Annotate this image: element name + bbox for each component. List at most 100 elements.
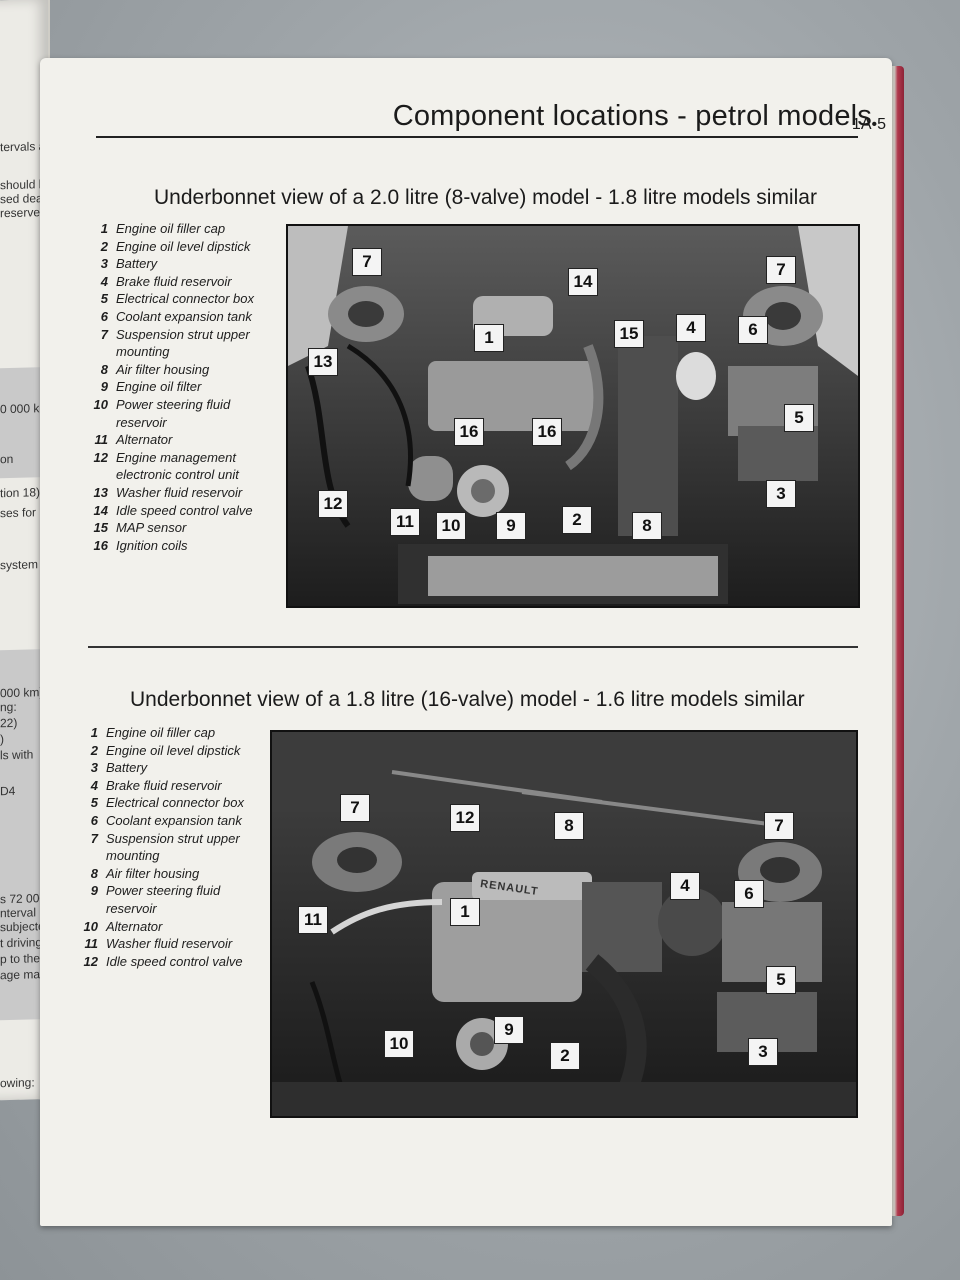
header-rule xyxy=(96,136,858,138)
callout-12: 12 xyxy=(318,490,348,518)
callout-11: 11 xyxy=(390,508,420,536)
section-divider xyxy=(88,646,858,648)
legend-item: 12 Engine management electronic control u… xyxy=(82,449,254,484)
callout-6: 6 xyxy=(738,316,768,344)
legend-item: 11 Washer fluid reservoir xyxy=(72,935,244,953)
legend-item: 5 Electrical connector box xyxy=(82,290,254,308)
legend-number: 10 xyxy=(83,918,98,934)
callout-12: 12 xyxy=(450,804,480,832)
callout-10: 10 xyxy=(384,1030,414,1058)
page-stack-edge xyxy=(888,66,904,1216)
legend-number: 12 xyxy=(93,449,108,465)
left-page-text: p to the xyxy=(0,951,41,967)
left-page-text: owing: xyxy=(0,1075,35,1091)
callout-10: 10 xyxy=(436,512,466,540)
page-number: 1A•5 xyxy=(851,116,886,133)
callout-1: 1 xyxy=(474,324,504,352)
callout-3: 3 xyxy=(748,1038,778,1066)
page-title: Component locations - petrol models xyxy=(392,100,872,132)
left-page-text: ses for xyxy=(0,505,37,521)
legend-item: 7 Suspension strut upper mounting xyxy=(72,830,244,865)
legend-label: MAP sensor xyxy=(116,520,187,536)
legend-number: 8 xyxy=(100,361,108,377)
legend-number: 5 xyxy=(100,291,108,307)
callout-3: 3 xyxy=(766,480,796,508)
callout-6: 6 xyxy=(734,880,764,908)
left-page-text: system xyxy=(0,557,39,573)
callout-7-left: 7 xyxy=(352,248,382,276)
callout-1: 1 xyxy=(450,898,480,926)
legend-item: 9 Engine oil filter xyxy=(82,378,254,396)
legend-label: Engine management electronic control uni… xyxy=(116,449,239,483)
legend-label: Suspension strut upper mounting xyxy=(116,326,250,360)
legend-16-valve: 1 Engine oil filler cap 2 Engine oil level… xyxy=(72,724,244,970)
legend-number: 15 xyxy=(93,520,108,536)
left-page-text: 22) xyxy=(0,715,18,731)
legend-label: Suspension strut upper mounting xyxy=(106,830,240,864)
legend-label: Brake fluid reservoir xyxy=(116,273,232,289)
left-page-text: ls with xyxy=(0,747,34,763)
legend-label: Alternator xyxy=(116,432,173,448)
legend-number: 9 xyxy=(90,883,98,899)
legend-item: 3 Battery xyxy=(82,255,254,273)
legend-number: 2 xyxy=(90,742,98,758)
callout-4: 4 xyxy=(670,872,700,900)
legend-number: 13 xyxy=(93,484,108,500)
left-page-text: on xyxy=(0,451,14,467)
legend-item: 7 Suspension strut upper mounting xyxy=(82,326,254,361)
legend-label: Electrical connector box xyxy=(116,291,255,307)
legend-number: 11 xyxy=(94,432,109,448)
legend-label: Battery xyxy=(116,256,158,272)
left-page-text: t driving xyxy=(0,935,43,951)
legend-label: Engine oil filler cap xyxy=(106,725,216,740)
legend-label: Ignition coils xyxy=(116,537,188,553)
legend-number: 11 xyxy=(84,936,99,952)
legend-number: 12 xyxy=(83,953,98,969)
callout-16-left: 16 xyxy=(454,418,484,446)
legend-number: 5 xyxy=(90,795,98,811)
legend-label: Engine oil filter xyxy=(116,379,202,395)
legend-number: 2 xyxy=(100,238,108,254)
legend-number: 3 xyxy=(100,256,108,272)
callout-14: 14 xyxy=(568,268,598,296)
legend-number: 9 xyxy=(100,379,108,395)
callout-4: 4 xyxy=(676,314,706,342)
callout-16-right: 16 xyxy=(532,418,562,446)
callout-7-right: 7 xyxy=(764,812,794,840)
legend-item: 15 MAP sensor xyxy=(82,519,254,537)
legend-label: Washer fluid reservoir xyxy=(106,936,233,952)
left-page-text: tion 18) xyxy=(0,485,41,501)
callout-11: 11 xyxy=(298,906,328,934)
section-title-16-valve: Underbonnet view of a 1.8 litre (16-valv… xyxy=(130,688,805,711)
legend-number: 4 xyxy=(100,273,108,289)
callout-5: 5 xyxy=(766,966,796,994)
legend-number: 1 xyxy=(90,725,98,740)
callout-5: 5 xyxy=(784,404,814,432)
legend-number: 8 xyxy=(90,865,98,881)
legend-number: 7 xyxy=(90,830,98,846)
legend-item: 12 Idle speed control valve xyxy=(72,953,244,971)
legend-label: Idle speed control valve xyxy=(106,953,243,969)
legend-item: 6 Coolant expansion tank xyxy=(82,308,254,326)
callout-9: 9 xyxy=(494,1016,524,1044)
legend-label: Coolant expansion tank xyxy=(116,308,252,324)
legend-number: 7 xyxy=(100,326,108,342)
legend-number: 6 xyxy=(100,308,108,324)
legend-number: 1 xyxy=(100,221,108,236)
legend-label: Power steering fluid reservoir xyxy=(116,396,231,430)
legend-label: Engine oil level dipstick xyxy=(106,742,241,758)
legend-label: Engine oil level dipstick xyxy=(116,238,251,254)
legend-label: Power steering fluid reservoir xyxy=(106,883,221,916)
